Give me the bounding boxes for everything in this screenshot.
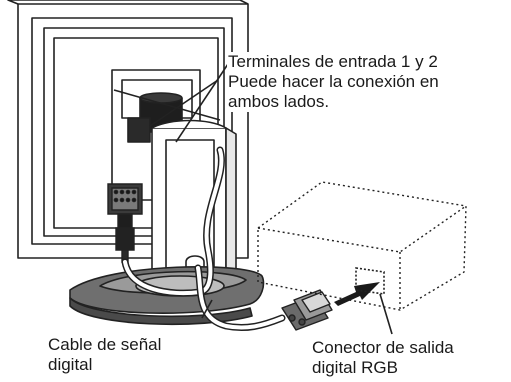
digital-signal-cable-label: Cable de señal digital bbox=[47, 335, 162, 375]
digital-signal-cable-line-1: Cable de señal bbox=[48, 335, 162, 354]
input-terminals-line-2: Puede hacer la conexión en bbox=[228, 72, 439, 91]
input-terminals-line-1: Terminales de entrada 1 y 2 bbox=[228, 52, 438, 71]
rgb-output-connector-line-1: Conector de salida bbox=[312, 338, 454, 357]
input-terminals-line-3: ambos lados. bbox=[228, 92, 330, 111]
computer-box bbox=[257, 181, 467, 311]
cable-plug bbox=[281, 289, 333, 331]
rgb-output-connector-label: Conector de salida digital RGB bbox=[311, 338, 455, 378]
digital-signal-cable-line-2: digital bbox=[48, 355, 93, 374]
insert-direction-arrow bbox=[334, 282, 380, 306]
input-terminals-label: Terminales de entrada 1 y 2 Puede hacer … bbox=[227, 52, 440, 112]
input-terminal-connector bbox=[107, 183, 143, 263]
computer-output-port bbox=[355, 267, 385, 295]
rgb-output-connector-line-2: digital RGB bbox=[312, 358, 398, 377]
leader-lines bbox=[113, 57, 393, 335]
digital-signal-cable bbox=[121, 146, 286, 332]
